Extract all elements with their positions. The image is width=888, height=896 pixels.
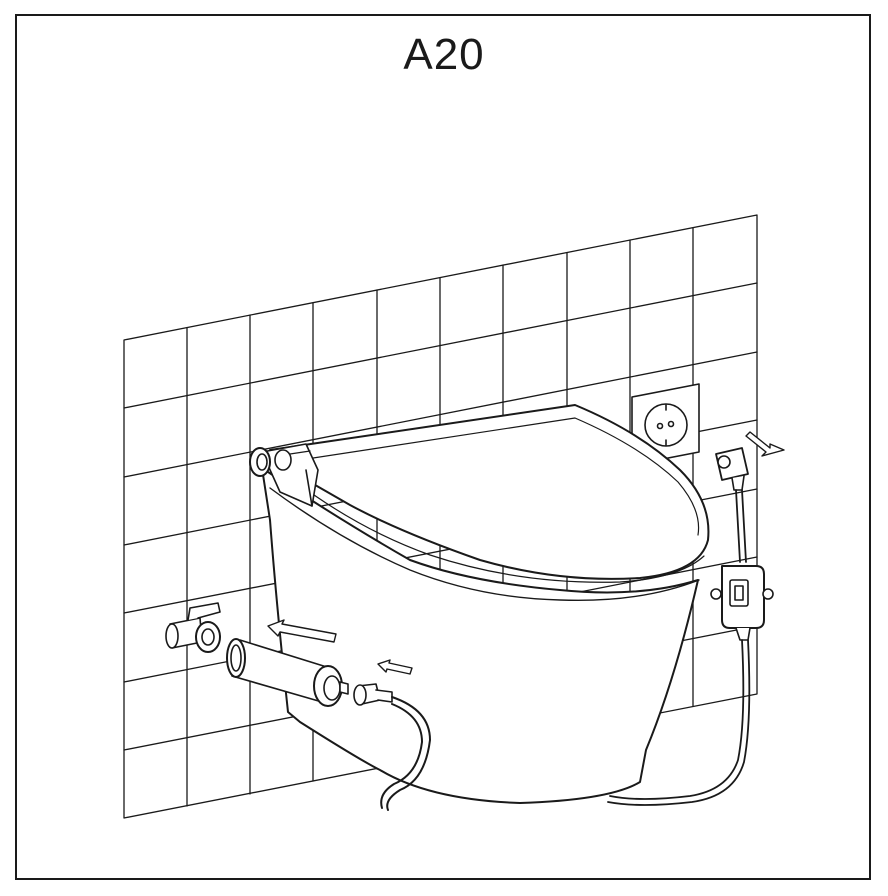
- toilet-bowl: [261, 467, 700, 804]
- diagram-title: A20: [403, 30, 485, 79]
- arrow-hose-icon: [377, 659, 413, 675]
- toilet-lid: [261, 404, 710, 583]
- control-box: [710, 565, 774, 641]
- arrow-plug-icon: [745, 431, 785, 457]
- power-cable: [735, 489, 747, 563]
- water-filter: [226, 638, 349, 707]
- side-knob: [249, 447, 292, 477]
- shutoff-valve: [165, 602, 221, 653]
- hose-connector: [353, 683, 393, 706]
- power-plug: [715, 447, 749, 491]
- water-hose: [380, 696, 431, 811]
- arrow-filter-icon: [267, 619, 337, 643]
- power-cable-lower: [607, 639, 751, 806]
- insert-arrows: [267, 431, 785, 675]
